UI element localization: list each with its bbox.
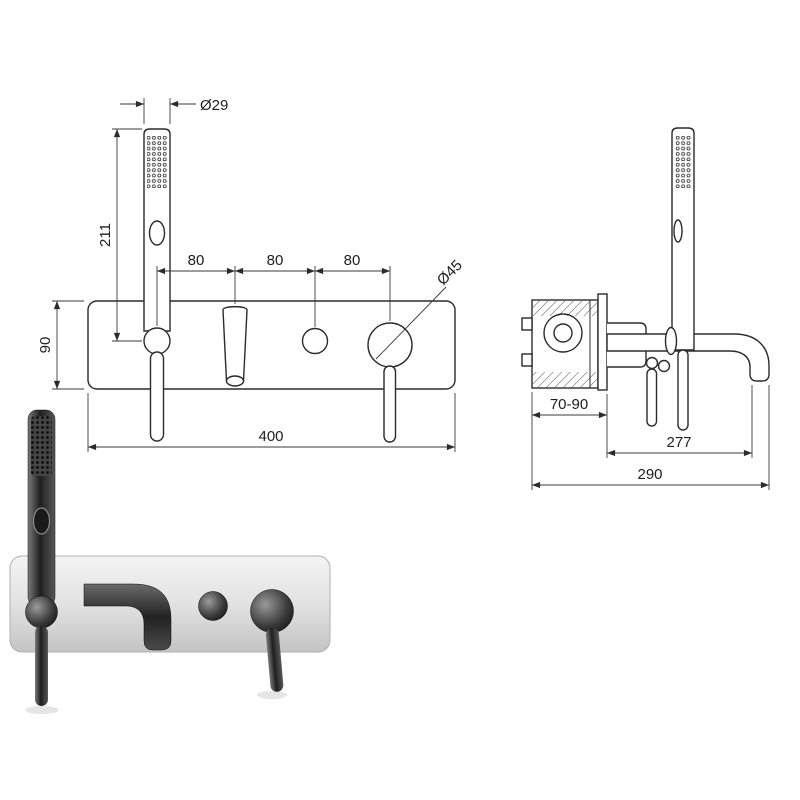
product-render [9,409,331,714]
side-lever-joints [645,356,671,373]
dim-overall-reach: 290 [531,385,770,490]
side-shower-handle [677,349,689,431]
dim-plate-height: 90 [37,300,84,390]
dim-text-hand-shower-height: 211 [97,223,114,247]
dim-text-spacing-right: 80 [344,252,361,269]
front-view [87,128,456,443]
dim-text-hand-shower-diameter: Ø29 [200,97,228,114]
render-hand-shower [27,409,56,607]
side-spout [606,333,770,382]
front-hand-shower [143,128,171,332]
render-shadow-right [257,691,287,699]
dim-text-spacing-middle: 80 [267,252,284,269]
render-shower-bracket [25,595,58,629]
render-mixer-knob [250,589,294,633]
side-shower-bracket [664,326,678,356]
front-spout [222,305,248,387]
shower-button [148,220,166,246]
dim-text-spacing-left: 80 [188,252,205,269]
side-hand-shower [671,127,695,351]
side-dimensions: 70-90 277 290 [531,385,770,490]
render-shower-button [32,507,51,535]
dim-text-overall-reach: 290 [637,466,662,483]
inlet-stub-top [521,317,533,331]
front-shower-bracket [143,327,171,355]
dim-plate-width: 400 [87,393,456,452]
dim-hand-shower-diameter: Ø29 [120,97,228,124]
shower-button-side [673,219,683,243]
side-view [521,127,770,431]
inlet-stub-bottom [521,353,533,367]
dim-spacing: 80 80 80 [156,252,391,327]
render-mixer-lever [265,627,284,692]
front-plate [87,300,456,390]
side-inwall-body [521,299,599,389]
render-plate [9,555,331,653]
spray-face [147,136,167,188]
spray-face-side [675,136,692,188]
dim-text-plate-height: 90 [37,337,54,354]
render-spray-dots [31,416,52,476]
dim-inwall-depth: 70-90 [531,392,608,420]
render-diverter-knob [198,591,228,621]
dim-text-spout-reach: 277 [666,434,691,451]
dim-text-plate-width: 400 [258,428,283,445]
render-left-lever [35,626,48,706]
dim-spout-reach: 277 [606,385,753,458]
front-diverter-knob [301,327,329,355]
side-wall-plate [597,293,608,391]
front-mixer-lever [383,365,397,443]
dim-hand-shower-height: 211 [97,128,142,342]
dim-text-inwall-depth: 70-90 [550,396,588,413]
render-shadow-left [25,706,59,714]
front-left-lever [149,351,165,442]
side-mixer-lever [646,368,658,427]
